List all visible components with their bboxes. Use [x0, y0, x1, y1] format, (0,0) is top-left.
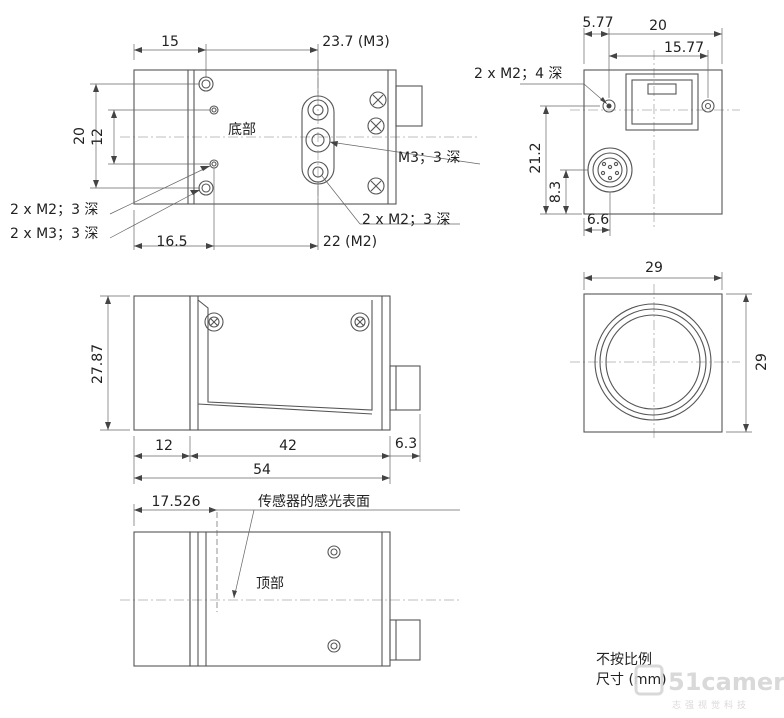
top-view: 17.526 传感器的感光表面 顶部 — [120, 493, 460, 667]
dim-54: 54 — [253, 462, 271, 478]
note-unit: 尺寸 (mm) — [596, 672, 667, 688]
bottom-view: 15 23.7 (M3) 底部 20 12 M3；3 深 2 x M2；3 深 … — [10, 34, 481, 250]
top-view-lens-holder — [133, 531, 191, 667]
dim-12: 12 — [90, 128, 106, 146]
dim-6-3: 6.3 — [395, 436, 417, 452]
back-view: 5.77 20 15.77 2 x M2；4 深 21.2 8.3 6.6 — [474, 15, 740, 236]
callout-sensor-surface: 传感器的感光表面 — [258, 493, 370, 510]
watermark: 51camera 志强视觉科技 — [634, 664, 784, 711]
callout-m3-3-deep: M3；3 深 — [398, 150, 460, 166]
dim-23-7: 23.7 (M3) — [322, 34, 390, 50]
side-view: 27.87 12 42 6.3 54 — [90, 295, 421, 484]
notes: 不按比例 尺寸 (mm) — [596, 652, 667, 688]
dim-20-right: 20 — [649, 18, 667, 34]
back-view-body — [583, 69, 723, 215]
dim-21-2: 21.2 — [528, 142, 544, 173]
side-view-body — [189, 295, 391, 431]
watermark-tagline: 志强视觉科技 — [672, 699, 750, 711]
dim-29-height: 29 — [754, 353, 770, 371]
callout-m3x2-3-deep-left: 2 x M3；3 深 — [10, 226, 98, 242]
callout-m2-4-deep: 2 x M2；4 深 — [474, 66, 562, 82]
dim-42: 42 — [279, 438, 297, 454]
dim-5-77: 5.77 — [582, 15, 613, 31]
bottom-view-body — [133, 69, 397, 205]
bottom-view-label: 底部 — [228, 122, 256, 138]
dim-20-left: 20 — [72, 127, 88, 145]
dim-8-3: 8.3 — [548, 181, 564, 203]
dim-15: 15 — [161, 34, 179, 50]
front-view: 29 29 — [570, 260, 770, 440]
front-view-body — [583, 293, 723, 433]
callout-m2-3-deep-right: 2 x M2；3 深 — [362, 212, 450, 228]
watermark-logo-icon — [634, 664, 664, 696]
dim-6-6: 6.6 — [587, 212, 609, 228]
side-view-lens-holder — [133, 295, 191, 431]
dim-17-526: 17.526 — [152, 494, 201, 510]
dim-22: 22 (M2) — [323, 234, 377, 250]
dim-27-87: 27.87 — [90, 344, 106, 384]
top-view-label: 顶部 — [256, 576, 284, 592]
watermark-brand: 51camera — [668, 668, 784, 696]
note-not-to-scale: 不按比例 — [596, 652, 652, 668]
callout-m2-3-deep-left: 2 x M2；3 深 — [10, 202, 98, 218]
dim-12-side: 12 — [155, 438, 173, 454]
lens-mount — [594, 303, 712, 421]
top-view-body — [189, 531, 391, 667]
dim-16-5: 16.5 — [156, 234, 187, 250]
dim-15-77: 15.77 — [664, 40, 704, 56]
dim-29-width: 29 — [645, 260, 663, 276]
